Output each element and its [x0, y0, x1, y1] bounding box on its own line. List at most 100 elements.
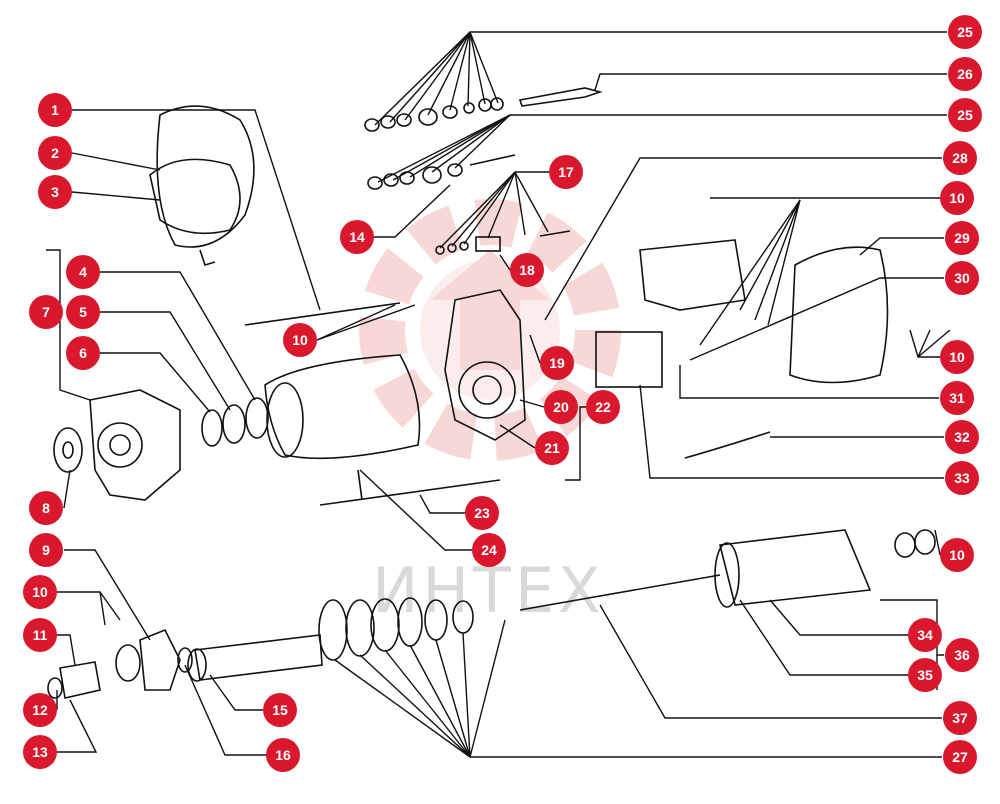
callout-marker: [943, 141, 977, 175]
leader-branch-27: [469, 619, 506, 758]
callout-18: 18: [510, 253, 544, 287]
callout-marker: [23, 575, 57, 609]
callout-marker: [510, 253, 544, 287]
callout-number: 10: [949, 190, 965, 206]
terminal-bolt: [518, 87, 603, 107]
hardware-row-upper: [364, 97, 504, 132]
callout-marker: [66, 295, 100, 329]
callout-number: 3: [51, 184, 59, 200]
callout-number: 10: [32, 584, 48, 600]
callout-32: 32: [945, 420, 979, 454]
solenoid-cover: [789, 246, 889, 384]
callout-25: 25: [948, 15, 982, 49]
gear-logo-icon: [359, 199, 621, 461]
callout-21: 21: [535, 431, 569, 465]
callout-15: 15: [263, 693, 297, 727]
leader-line-31: [679, 365, 939, 399]
callout-number: 33: [954, 470, 970, 486]
callout-number: 21: [544, 440, 560, 456]
callout-31: 31: [940, 381, 974, 415]
leader-line-13: [57, 699, 98, 753]
callout-22: 22: [586, 390, 620, 424]
callout-number: 12: [32, 702, 48, 718]
callout-7: 7: [29, 295, 63, 329]
callout-number: 37: [952, 710, 968, 726]
callout-3: 3: [38, 175, 72, 209]
callout-12: 12: [23, 693, 57, 727]
callout-marker: [38, 175, 72, 209]
leader-branch-10: [316, 304, 416, 341]
leader-line-10: [909, 329, 940, 358]
brush-holder-plate: [444, 289, 526, 441]
callout-number: 11: [33, 627, 48, 643]
callout-marker: [38, 136, 72, 170]
callout-number: 20: [553, 399, 569, 415]
callout-marker: [549, 155, 583, 189]
callout-number: 18: [519, 262, 535, 278]
leader-branch-17: [463, 171, 516, 245]
leader-line-6: [100, 352, 211, 413]
leader-branch-27: [462, 632, 471, 758]
callout-23: 23: [465, 496, 499, 530]
callout-30: 30: [945, 261, 979, 295]
leader-branch-27: [409, 644, 471, 758]
callout-number: 4: [79, 264, 87, 280]
callout-marker: [465, 496, 499, 530]
callout-marker: [908, 618, 942, 652]
callout-number: 15: [272, 702, 288, 718]
leader-branch-25: [409, 114, 511, 178]
callout-marker: [945, 261, 979, 295]
callout-17: 17: [549, 155, 583, 189]
leader-line-3: [71, 191, 161, 201]
callout-number: 30: [954, 270, 970, 286]
leader-branch-17: [514, 171, 526, 236]
leader-branch-25: [389, 31, 471, 123]
callout-number: 29: [954, 230, 970, 246]
callout-number: 9: [42, 542, 50, 558]
leader-branch-10: [739, 199, 801, 311]
drive-shaft: [194, 634, 323, 681]
leader-branch-25: [404, 31, 471, 121]
callout-36: 36: [945, 638, 979, 672]
leader-line-21: [499, 424, 536, 449]
leader-lines: [46, 31, 951, 758]
leader-line-19: [529, 334, 541, 364]
leader-branch-10: [767, 199, 801, 326]
leader-branch-25: [469, 31, 499, 104]
relay-block: [639, 239, 746, 311]
callout-marker: [263, 693, 297, 727]
callout-marker: [38, 93, 72, 127]
leader-line-10: [934, 529, 941, 556]
callout-number: 32: [954, 429, 970, 445]
callout-marker: [943, 701, 977, 735]
leader-line-20: [519, 399, 545, 408]
leader-line-34: [769, 599, 908, 636]
leader-line-26: [594, 73, 947, 91]
callout-marker: [29, 491, 63, 525]
callout-number: 35: [917, 667, 933, 683]
leader-branch-25: [427, 31, 471, 116]
callout-marker: [66, 255, 100, 289]
callout-number: 19: [549, 355, 565, 371]
callout-number: 23: [474, 505, 490, 521]
callout-marker: [23, 618, 57, 652]
callout-marker: [943, 740, 977, 774]
callout-19: 19: [540, 346, 574, 380]
callout-10: 10: [940, 181, 974, 215]
callout-29: 29: [945, 221, 979, 255]
callout-10: 10: [940, 538, 974, 572]
leader-line-11: [57, 634, 76, 666]
callout-5: 5: [66, 295, 100, 329]
callout-37: 37: [943, 701, 977, 735]
leader-branch-27: [359, 654, 471, 758]
callout-27: 27: [943, 740, 977, 774]
callout-marker: [945, 461, 979, 495]
callout-marker: [340, 220, 374, 254]
callout-marker: [948, 57, 982, 91]
callout-marker: [283, 323, 317, 357]
leader-branch-25: [449, 31, 471, 111]
callout-35: 35: [908, 658, 942, 692]
callout-1: 1: [38, 93, 72, 127]
callout-13: 13: [23, 735, 57, 769]
callout-number: 26: [957, 66, 973, 82]
